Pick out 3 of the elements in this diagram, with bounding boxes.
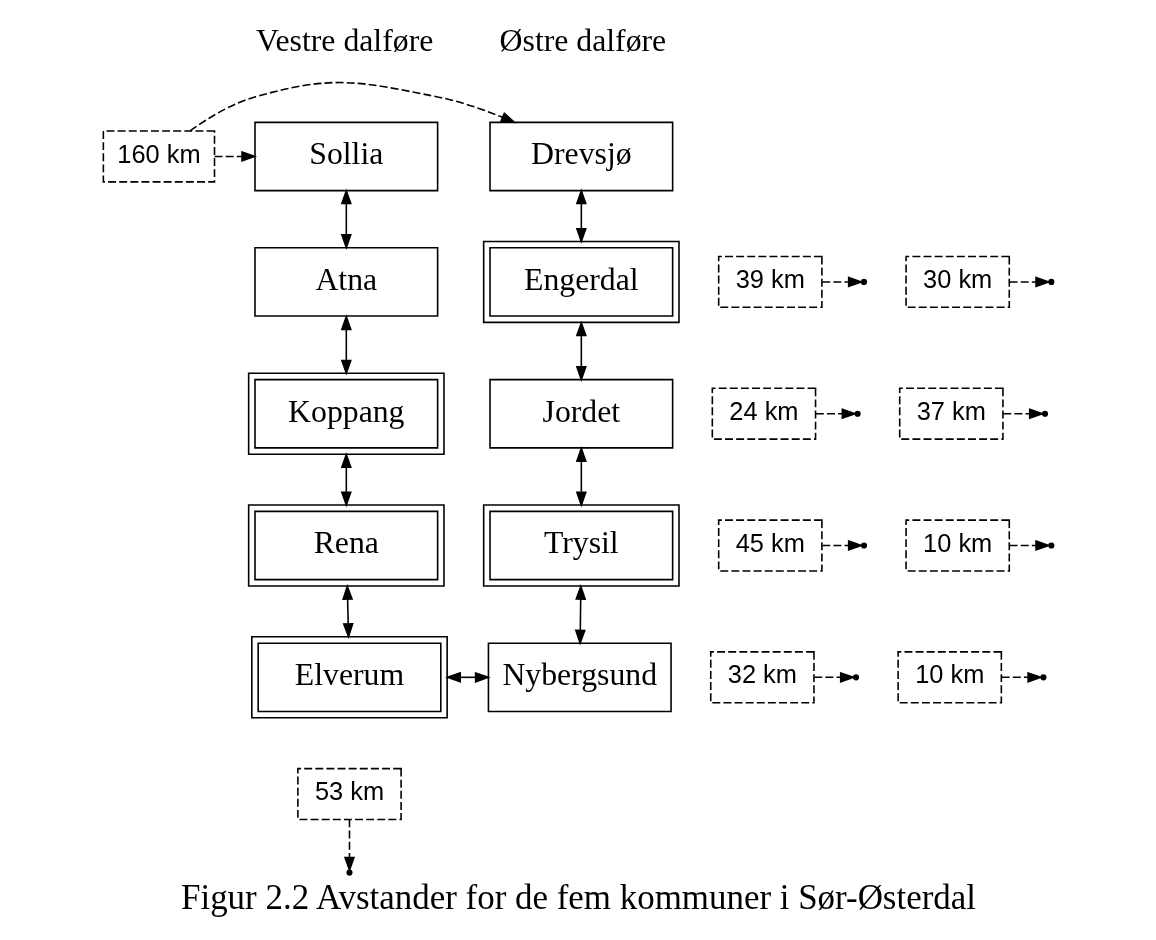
label: Vestre dalføre	[255, 22, 433, 58]
caption: Figur 2.2 Avstander for de fem kommuner i Sør-Østerdal	[180, 878, 976, 918]
label: Østre dalføre	[499, 22, 666, 58]
